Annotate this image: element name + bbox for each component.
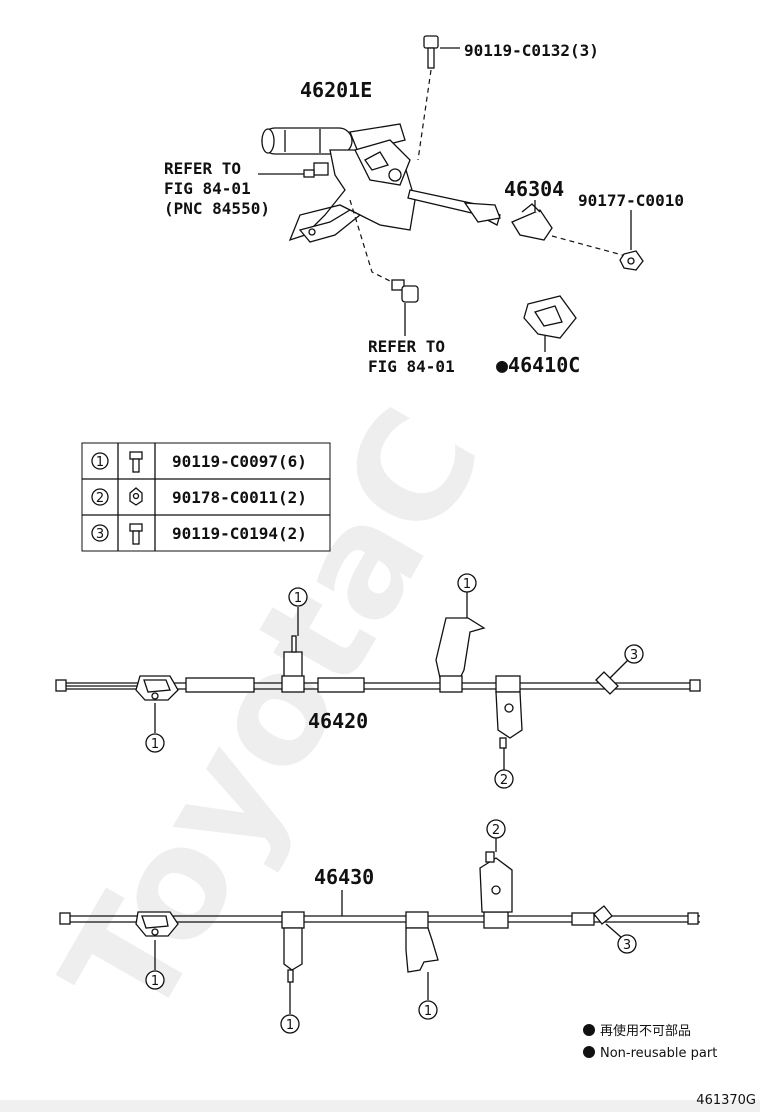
callout-3: 3 (617, 934, 637, 954)
label-refer2-l2: FIG 84-01 (368, 357, 455, 376)
fastener-table: 1 90119-C0097(6) 2 90178-C0011(2) 3 9011… (81, 442, 331, 552)
nut-icon (129, 487, 143, 506)
legend-en: Non-reusable part (600, 1046, 717, 1061)
label-cable-rear: 46430 (314, 865, 374, 889)
retainer-46410c (523, 295, 577, 339)
callout-1: 1 (145, 970, 165, 990)
table-row-2-num: 2 (96, 491, 104, 506)
lever-assembly (258, 35, 644, 352)
svg-text:1: 1 (286, 1018, 294, 1033)
bolt-icon (391, 279, 419, 303)
switch (303, 162, 329, 178)
label-refer1-l2: FIG 84-01 (164, 179, 251, 198)
table-row-1-num: 1 (96, 455, 104, 470)
callout-1: 1 (418, 1000, 438, 1020)
lever-handle (261, 123, 406, 155)
label-cable-front: 46420 (308, 709, 368, 733)
label-bolt-top: 90119-C0132(3) (464, 41, 599, 60)
label-retainer: ●46410C (496, 353, 580, 377)
label-refer2-l1: REFER TO (368, 337, 445, 356)
callout-3: 3 (624, 644, 644, 664)
label-nut: 90177-C0010 (578, 191, 684, 210)
callout-2: 2 (494, 769, 514, 789)
svg-text:2: 2 (500, 773, 508, 788)
label-refer1-l1: REFER TO (164, 159, 241, 178)
callout-1: 1 (280, 1014, 300, 1034)
bolt-icon (129, 523, 143, 545)
nut-icon (619, 250, 644, 271)
diagram-id: 461370G (696, 1093, 756, 1108)
callout-2: 2 (486, 819, 506, 839)
label-clip: 46304 (504, 177, 564, 201)
svg-text:1: 1 (294, 591, 302, 606)
svg-text:1: 1 (151, 974, 159, 989)
svg-text:1: 1 (151, 737, 159, 752)
table-row-3-part: 90119-C0194(2) (172, 524, 307, 543)
legend: 再使用不可部品 Non-reusable part (583, 1023, 717, 1061)
label-refer1-l3: (PNC 84550) (164, 199, 270, 218)
clip-46304 (511, 203, 553, 241)
callout-1: 1 (145, 733, 165, 753)
table-row-1-part: 90119-C0097(6) (172, 452, 307, 471)
svg-text:3: 3 (630, 648, 638, 663)
bolt-icon (423, 35, 439, 69)
callout-1: 1 (457, 573, 477, 593)
bolt-icon (129, 451, 143, 473)
table-row-2-part: 90178-C0011(2) (172, 488, 307, 507)
svg-text:1: 1 (463, 577, 471, 592)
legend-jp: 再使用不可部品 (600, 1023, 691, 1039)
table-row-3-num: 3 (96, 527, 104, 542)
svg-text:3: 3 (623, 938, 631, 953)
svg-text:2: 2 (492, 823, 500, 838)
label-lever: 46201E (300, 78, 372, 102)
callout-1: 1 (288, 587, 308, 607)
cable-46430 (59, 838, 700, 1014)
cable-46420 (55, 592, 701, 770)
svg-text:1: 1 (424, 1004, 432, 1019)
